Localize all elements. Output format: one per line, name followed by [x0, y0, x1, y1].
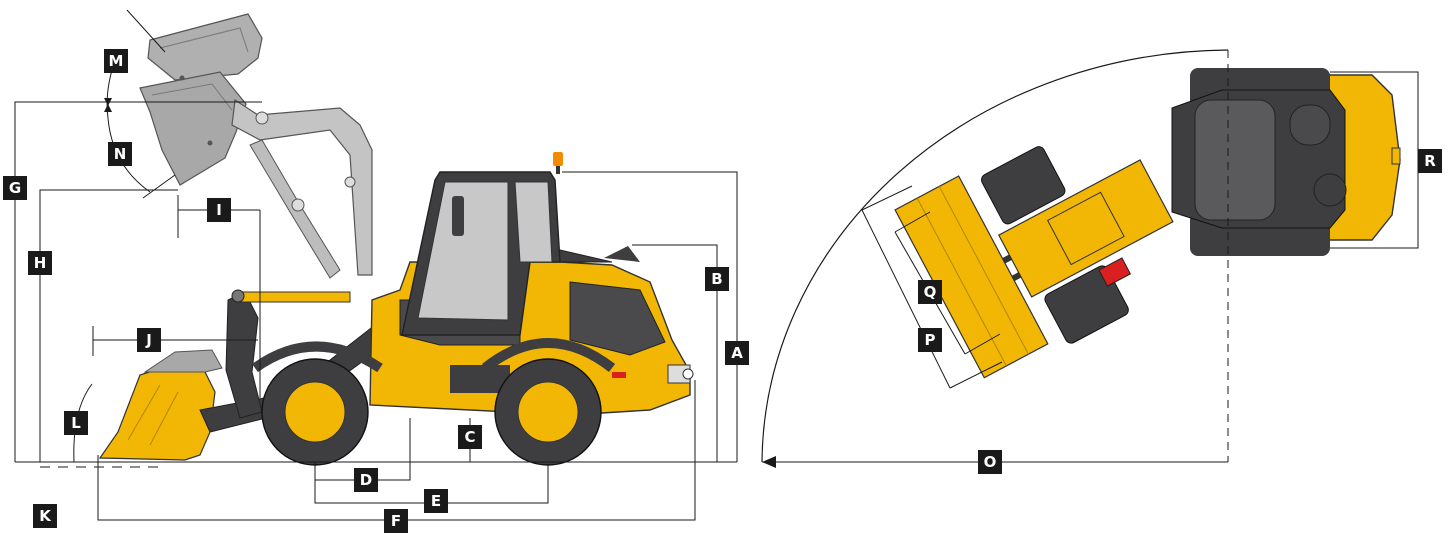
top-rear-body: [1171, 68, 1401, 256]
top-front-frame: [973, 146, 1174, 344]
label-d: D: [354, 468, 378, 492]
label-a-text: A: [731, 344, 743, 362]
label-b-text: B: [711, 270, 722, 288]
label-h-text: H: [34, 254, 47, 272]
label-r: R: [1418, 149, 1442, 173]
label-i-text: I: [216, 201, 222, 219]
label-f: F: [384, 509, 408, 533]
label-c-text: C: [464, 428, 475, 446]
label-f-text: F: [391, 512, 401, 530]
label-j: J: [137, 328, 161, 352]
label-d-text: D: [360, 471, 372, 489]
label-g-text: G: [9, 179, 21, 197]
front-wheel: [261, 358, 369, 466]
side-view: [98, 13, 694, 466]
label-c: C: [458, 425, 482, 449]
label-r-text: R: [1424, 152, 1436, 170]
lower-lift-arm: [199, 289, 386, 433]
label-e-text: E: [431, 492, 441, 510]
label-a: A: [725, 341, 749, 365]
label-k: K: [33, 504, 57, 528]
label-e: E: [424, 489, 448, 513]
rear-wheel: [494, 358, 602, 466]
raised-bucket-dump: [139, 71, 247, 186]
label-h: H: [28, 251, 52, 275]
label-q-text: Q: [924, 283, 937, 301]
top-light-red: [1098, 257, 1132, 287]
label-b: B: [705, 267, 729, 291]
label-p: P: [918, 328, 942, 352]
front-fender: [252, 341, 383, 373]
top-view: [761, 49, 1401, 463]
label-p-text: P: [925, 331, 936, 349]
label-g: G: [3, 176, 27, 200]
raised-bucket-max: [147, 13, 263, 81]
dimension-label-boxes: M N G I H J L K D E F C B A Q P O R: [3, 49, 1442, 533]
lowered-bucket: [98, 349, 223, 461]
exhaust-stack: [604, 246, 640, 262]
label-j-text: J: [145, 331, 152, 349]
label-o-text: O: [984, 453, 997, 471]
label-n-text: N: [114, 145, 127, 163]
label-l: L: [64, 411, 88, 435]
beacon-light: [553, 152, 563, 166]
label-n: N: [108, 142, 132, 166]
turning-radius-arc: [761, 49, 1229, 463]
label-q: Q: [918, 280, 942, 304]
label-m: M: [104, 49, 128, 73]
tail-light: [612, 372, 626, 378]
label-o: O: [978, 450, 1002, 474]
raised-lift-arm: [231, 98, 373, 279]
label-k-text: K: [39, 507, 52, 525]
label-m-text: M: [109, 52, 124, 70]
mirror-icon: [452, 196, 464, 236]
operator-cab: [401, 152, 563, 336]
rear-fender: [481, 338, 616, 372]
label-i: I: [207, 198, 231, 222]
label-l-text: L: [71, 414, 81, 432]
